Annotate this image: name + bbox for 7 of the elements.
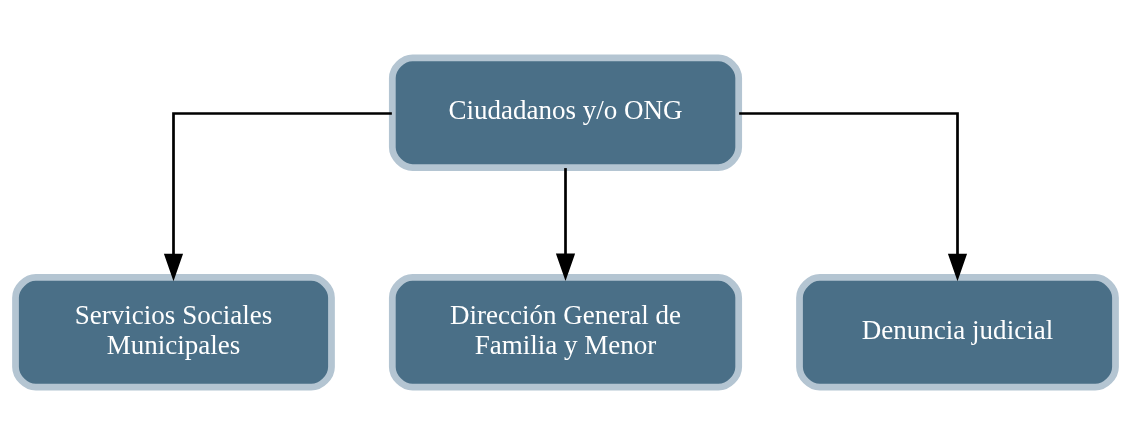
arrow [555, 167, 576, 281]
node-box: Denuncia judicial [796, 273, 1119, 391]
node-box: Dirección General de Familia y Menor [388, 273, 743, 391]
node-box: Ciudadanos y/o ONG [388, 53, 743, 171]
arrow [739, 111, 968, 281]
arrow [163, 111, 392, 281]
node-box: Servicios Sociales Municipales [12, 273, 335, 391]
